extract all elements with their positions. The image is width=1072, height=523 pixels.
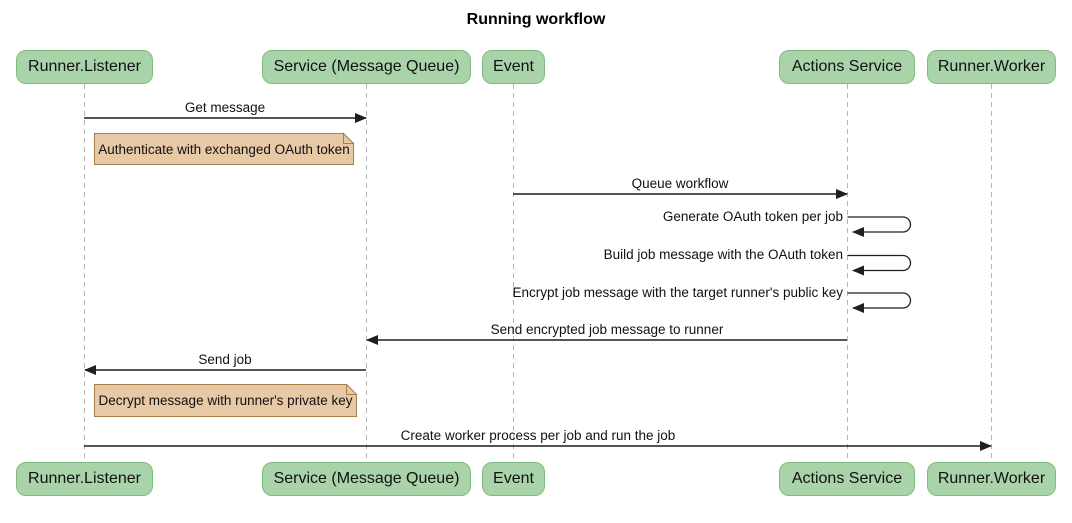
participant-runner-worker-top: Runner.Worker — [927, 50, 1056, 84]
participant-service-message-queue-top: Service (Message Queue) — [262, 50, 471, 84]
note-authenticate-shape — [94, 133, 354, 165]
participant-label: Runner.Worker — [937, 58, 1046, 75]
note-decrypt-shape — [94, 384, 357, 417]
note-decrypt-fold — [346, 383, 358, 395]
arrow-generate-oauth-self-loop — [847, 216, 912, 237]
participant-label: Runner.Listener — [28, 58, 141, 75]
note-authenticate-fold — [343, 132, 355, 144]
participant-runner-worker-bottom: Runner.Worker — [927, 462, 1056, 496]
diagram-title: Running workflow — [466, 11, 606, 28]
participant-label: Event — [493, 58, 534, 75]
participant-label: Service (Message Queue) — [273, 470, 460, 487]
participant-actions-service-bottom: Actions Service — [779, 462, 915, 496]
participant-label: Runner.Listener — [28, 470, 141, 487]
participant-label: Event — [493, 470, 534, 487]
arrow-encrypt-job-message-self-loop — [847, 292, 912, 313]
participant-actions-service-top: Actions Service — [779, 50, 915, 84]
participant-label: Actions Service — [791, 470, 903, 487]
participant-label: Service (Message Queue) — [273, 58, 460, 75]
participant-event-top: Event — [482, 50, 545, 84]
participant-service-message-queue-bottom: Service (Message Queue) — [262, 462, 471, 496]
participant-runner-listener-bottom: Runner.Listener — [16, 462, 153, 496]
participant-runner-listener-top: Runner.Listener — [16, 50, 153, 84]
arrow-build-job-message-self-loop — [847, 254, 912, 276]
participant-event-bottom: Event — [482, 462, 545, 496]
participant-label: Runner.Worker — [937, 470, 1046, 487]
participant-label: Actions Service — [791, 58, 903, 75]
